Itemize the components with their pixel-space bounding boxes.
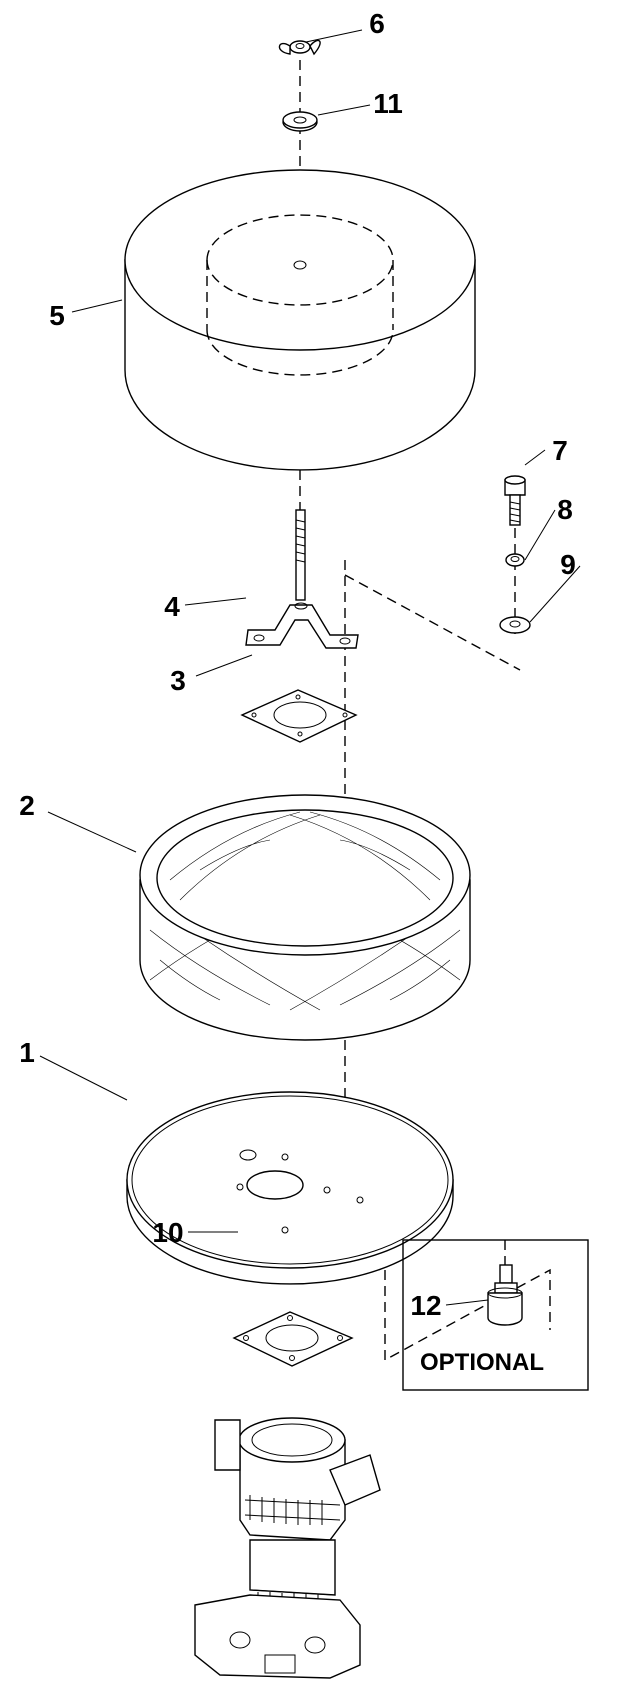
part-10-gasket xyxy=(232,1311,354,1367)
callout-6: 6 xyxy=(369,8,385,39)
callout-1: 1 xyxy=(19,1037,35,1068)
callout-9: 9 xyxy=(560,549,576,580)
part-8-lock-washer xyxy=(505,553,525,567)
part-4-stud-bracket xyxy=(245,509,359,649)
callout-4: 4 xyxy=(164,591,180,622)
callout-labels: 6 11 5 7 8 9 4 3 2 1 10 12 xyxy=(19,8,576,1321)
callout-8: 8 xyxy=(557,494,573,525)
callout-10: 10 xyxy=(152,1217,183,1248)
optional-label: OPTIONAL xyxy=(420,1349,544,1376)
callout-5: 5 xyxy=(49,300,65,331)
callout-7: 7 xyxy=(552,435,568,466)
callout-3: 3 xyxy=(170,665,186,696)
callout-12: 12 xyxy=(410,1290,441,1321)
part-1-base xyxy=(126,1091,454,1285)
part-11-washer xyxy=(282,111,318,132)
part-5-cover xyxy=(124,169,476,471)
callout-2: 2 xyxy=(19,790,35,821)
carburetor-body xyxy=(194,1417,381,1679)
part-2-filter-element xyxy=(139,794,471,1041)
leader-lines xyxy=(39,29,581,1306)
part-6-wing-nut xyxy=(278,39,321,56)
optional-box: OPTIONAL xyxy=(402,1239,589,1391)
part-7-bolt xyxy=(504,475,526,526)
part-9-flat-washer xyxy=(499,616,531,634)
callout-11: 11 xyxy=(373,88,403,119)
part-3-gasket xyxy=(240,689,358,743)
part-12-sensor xyxy=(487,1240,523,1326)
